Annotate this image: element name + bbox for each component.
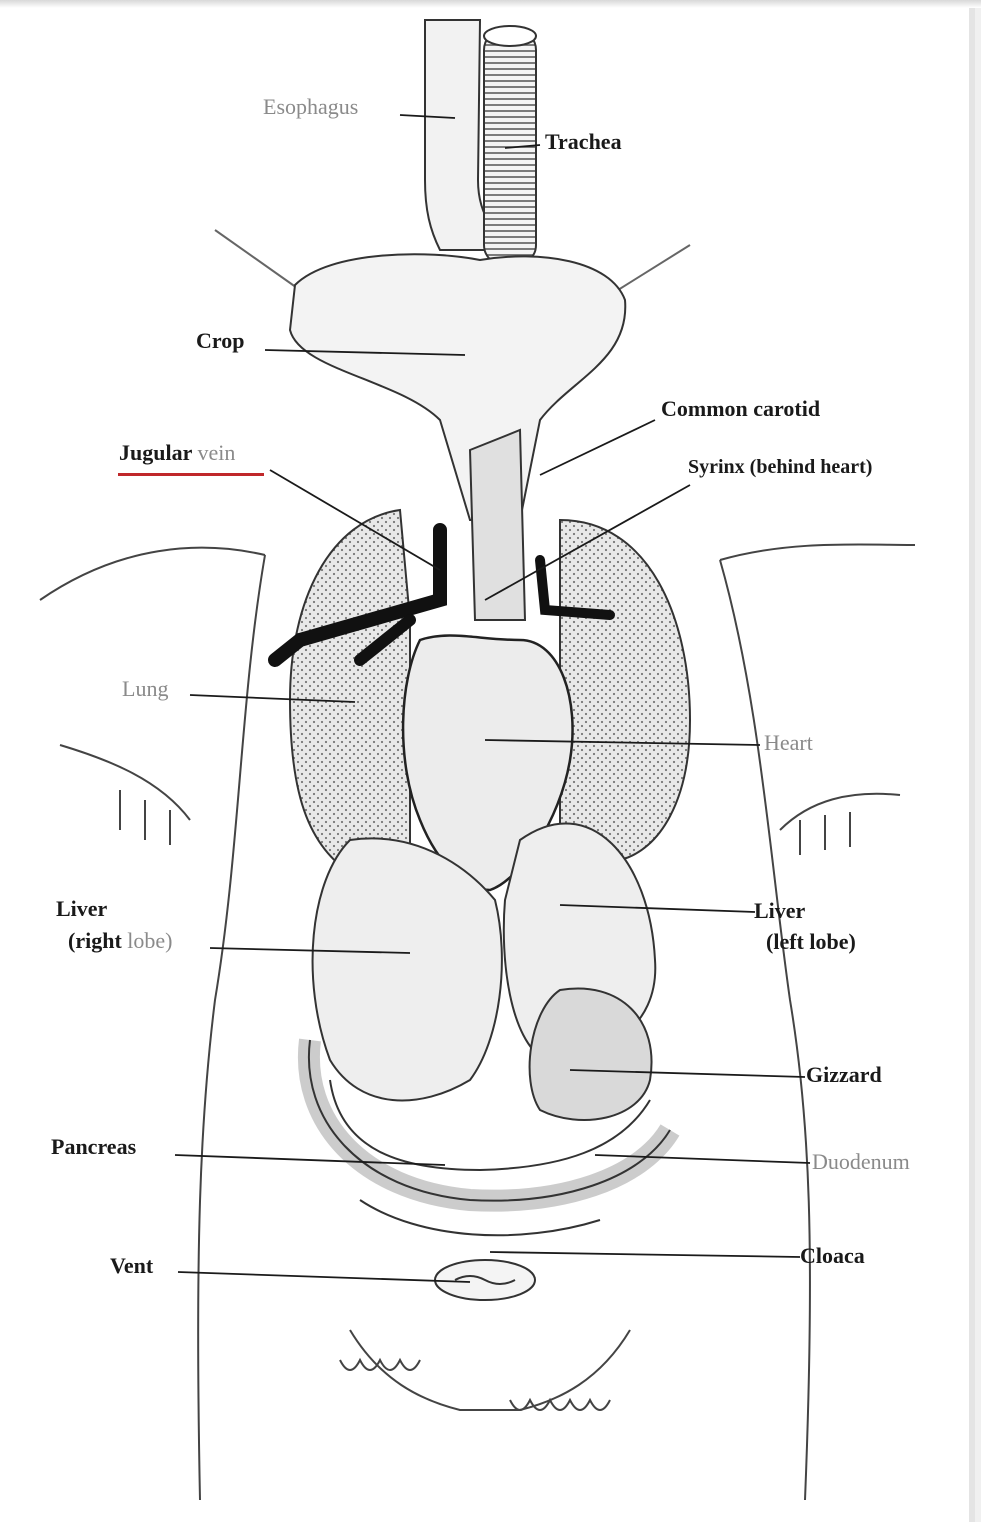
label-esophagus: Esophagus bbox=[263, 94, 358, 120]
label-cloaca: Cloaca bbox=[800, 1243, 865, 1269]
label-liver-right-2: (right lobe) bbox=[68, 928, 172, 954]
label-common-carotid: Common carotid bbox=[661, 396, 820, 422]
lung-left-shape bbox=[290, 510, 410, 880]
label-right: (right bbox=[68, 928, 122, 953]
label-vent: Vent bbox=[110, 1253, 153, 1279]
label-lung: Lung bbox=[122, 676, 168, 702]
label-jugular: Jugular bbox=[119, 440, 192, 465]
label-liver-left-1: Liver bbox=[754, 898, 805, 924]
label-gizzard: Gizzard bbox=[806, 1062, 882, 1088]
label-heart: Heart bbox=[764, 730, 813, 756]
lung-right-shape bbox=[560, 520, 690, 860]
label-pancreas: Pancreas bbox=[51, 1134, 136, 1160]
label-syrinx: Syrinx (behind heart) bbox=[688, 454, 872, 480]
label-jugular-vein: Jugular vein bbox=[119, 440, 235, 466]
liver-right-shape bbox=[313, 838, 502, 1100]
label-trachea: Trachea bbox=[545, 129, 622, 155]
label-liver-left-2: (left lobe) bbox=[766, 929, 856, 955]
highlight-underline bbox=[118, 473, 264, 476]
carotid-trunk bbox=[470, 430, 525, 620]
label-vein: vein bbox=[197, 440, 235, 465]
label-lobe: lobe) bbox=[127, 928, 172, 953]
label-crop: Crop bbox=[196, 328, 245, 354]
crop-shape bbox=[290, 254, 625, 520]
label-duodenum: Duodenum bbox=[812, 1149, 910, 1175]
label-liver-right-1: Liver bbox=[56, 896, 107, 922]
